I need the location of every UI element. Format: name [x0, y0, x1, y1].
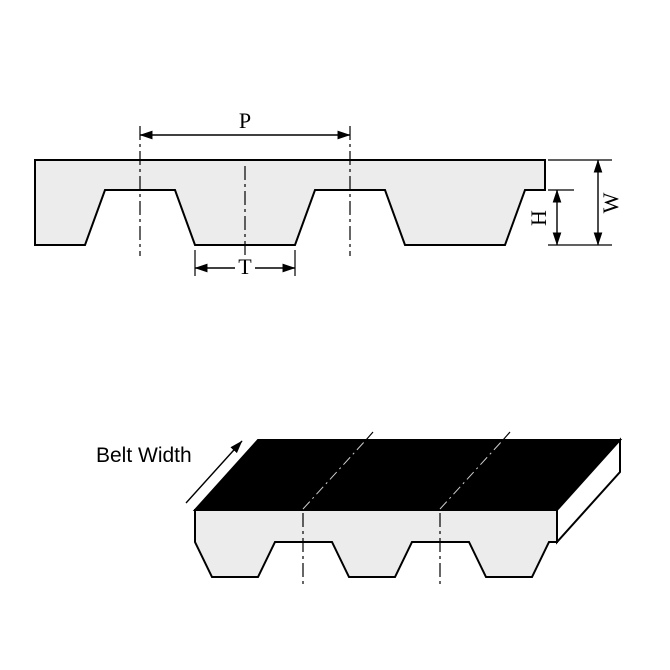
tooth-width-label: T [238, 254, 252, 279]
tooth-width-label-bg [235, 257, 255, 276]
tooth-height-dimension: H [526, 189, 574, 246]
belt-width-callout: Belt Width [96, 440, 243, 504]
belt-iso-view: Belt Width [96, 431, 623, 585]
tooth-height-label: H [526, 210, 551, 226]
tooth-width-dimension: T [194, 250, 296, 279]
belt-width-label: Belt Width [96, 444, 192, 467]
iso-centerline-2-tick [502, 431, 511, 441]
iso-centerline-1-tick [365, 431, 374, 441]
belt-end-face [556, 437, 621, 545]
pitch-label: P [239, 108, 251, 133]
belt-profile-view: P T H W [34, 108, 623, 279]
belt-front-face [194, 509, 558, 578]
belt-profile-shape [34, 159, 546, 246]
belt-thickness-label: W [598, 192, 623, 213]
belt-width-arrow [185, 440, 243, 504]
belt-top-face [192, 439, 623, 511]
belt-thickness-dimension: W [548, 159, 623, 246]
pitch-dimension: P [139, 108, 351, 140]
iso-centerline-1-top [302, 440, 366, 510]
iso-centerline-2-top [439, 440, 503, 510]
